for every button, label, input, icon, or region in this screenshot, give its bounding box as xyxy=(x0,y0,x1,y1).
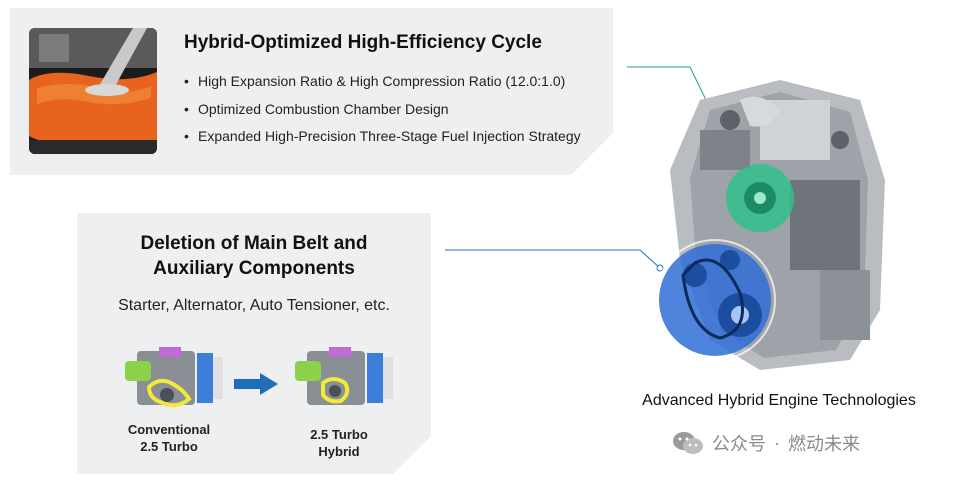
hybrid-engine-image xyxy=(640,60,900,380)
wechat-icon xyxy=(673,432,703,454)
combustion-chamber-image xyxy=(29,28,157,154)
cycle-bullet-list: High Expansion Ratio & High Compression … xyxy=(184,68,581,151)
cycle-panel: Hybrid-Optimized High-Efficiency Cycle H… xyxy=(10,8,614,176)
hybrid-caption: 2.5 Turbo Hybrid xyxy=(279,426,399,460)
watermark-text-left: 公众号 xyxy=(712,434,766,454)
watermark: 公众号 · 燃动未来 xyxy=(672,429,860,457)
panel-corner-cut xyxy=(392,435,432,475)
belt-title-line1: Deletion of Main Belt and xyxy=(140,233,368,254)
list-item: High Expansion Ratio & High Compression … xyxy=(184,68,581,96)
hybrid-caption-line1: 2.5 Turbo xyxy=(310,427,368,442)
belt-leader-dot xyxy=(656,264,664,272)
conventional-engine-image xyxy=(119,343,231,413)
belt-leader-line xyxy=(445,249,661,269)
conventional-caption-line1: Conventional xyxy=(127,422,211,437)
conventional-caption: Conventional 2.5 Turbo xyxy=(109,421,229,455)
watermark-dot: · xyxy=(774,432,780,453)
hybrid-caption-line2: Hybrid xyxy=(318,444,360,459)
belt-panel: Deletion of Main Belt and Auxiliary Comp… xyxy=(77,213,432,475)
hybrid-engine-image xyxy=(289,343,401,413)
cycle-title: Hybrid-Optimized High-Efficiency Cycle xyxy=(184,32,542,53)
watermark-text-right: 燃动未来 xyxy=(788,434,860,454)
arrow-right-icon xyxy=(234,373,278,395)
conventional-caption-line2: 2.5 Turbo xyxy=(140,439,198,454)
belt-title: Deletion of Main Belt and Auxiliary Comp… xyxy=(77,231,431,281)
engine-caption: Advanced Hybrid Engine Technologies xyxy=(642,392,916,409)
list-item: Optimized Combustion Chamber Design xyxy=(184,96,581,124)
belt-title-line2: Auxiliary Components xyxy=(153,258,355,279)
list-item: Expanded High-Precision Three-Stage Fuel… xyxy=(184,123,581,151)
belt-subtitle: Starter, Alternator, Auto Tensioner, etc… xyxy=(118,297,390,314)
